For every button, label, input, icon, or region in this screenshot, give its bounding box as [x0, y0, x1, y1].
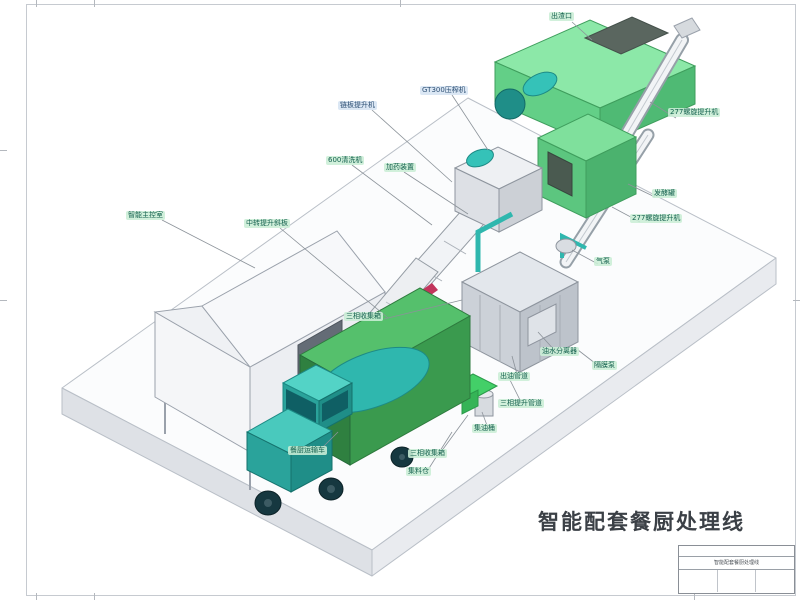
label-three-phase-box-1: 三相收集箱	[344, 312, 383, 321]
title-block-cell	[679, 570, 718, 592]
tick-mark	[0, 150, 7, 151]
label-three-phase-box-2: 三相收集箱	[408, 449, 447, 458]
tick-mark	[694, 593, 695, 600]
label-feed-bin: 集料仓	[406, 467, 431, 476]
label-diaphragm-pump: 隔膜泵	[592, 361, 617, 370]
title-block-row	[679, 546, 794, 557]
tick-mark	[36, 0, 37, 7]
label-oil-water-separator: 油水分离器	[540, 347, 579, 356]
tick-mark	[94, 0, 95, 7]
label-dosing: 加药装置	[384, 163, 416, 172]
label-chain-elevator: 链板提升机	[338, 101, 377, 110]
label-air-pump: 气泵	[594, 257, 612, 266]
label-truck: 餐厨运输车	[288, 446, 327, 455]
label-ferment-tank: 发酵罐	[652, 189, 677, 198]
label-oil-outlet-pipe: 出油管道	[498, 372, 530, 381]
title-block-cell	[718, 570, 757, 592]
separator-tank-assembly	[445, 211, 587, 417]
tick-mark	[0, 300, 7, 301]
waste-transport-truck	[245, 287, 472, 516]
label-washer: 600清洗机	[326, 156, 365, 165]
label-screw-elevator-1: 277螺旋提升机	[668, 108, 721, 117]
drawing-title: 智能配套餐厨处理线	[538, 510, 745, 534]
machine-wheel	[494, 88, 526, 120]
air-pump-unit	[555, 238, 577, 254]
label-three-phase-pipe: 三相提升管道	[498, 399, 544, 408]
title-block-cells	[679, 570, 794, 592]
tick-mark	[793, 300, 800, 301]
label-chute-outlet: 出渣口	[549, 12, 574, 21]
title-block-cell	[756, 570, 794, 592]
label-screw-elevator-2: 277螺旋提升机	[630, 214, 683, 223]
slag-opening	[583, 16, 670, 55]
tick-mark	[36, 593, 37, 600]
tick-mark	[400, 0, 401, 7]
fermentation-tank	[536, 113, 638, 219]
label-control-room: 智能主控室	[126, 211, 165, 220]
title-block: 智能配套餐厨处理线	[678, 545, 795, 594]
tick-mark	[94, 593, 95, 600]
label-press: GT300压榨机	[420, 86, 468, 95]
title-block-name: 智能配套餐厨处理线	[679, 557, 794, 570]
label-oil-barrel: 集油桶	[472, 424, 497, 433]
oil-water-separator-unit	[527, 303, 557, 347]
label-incline-board: 中转提升斜板	[244, 219, 290, 228]
